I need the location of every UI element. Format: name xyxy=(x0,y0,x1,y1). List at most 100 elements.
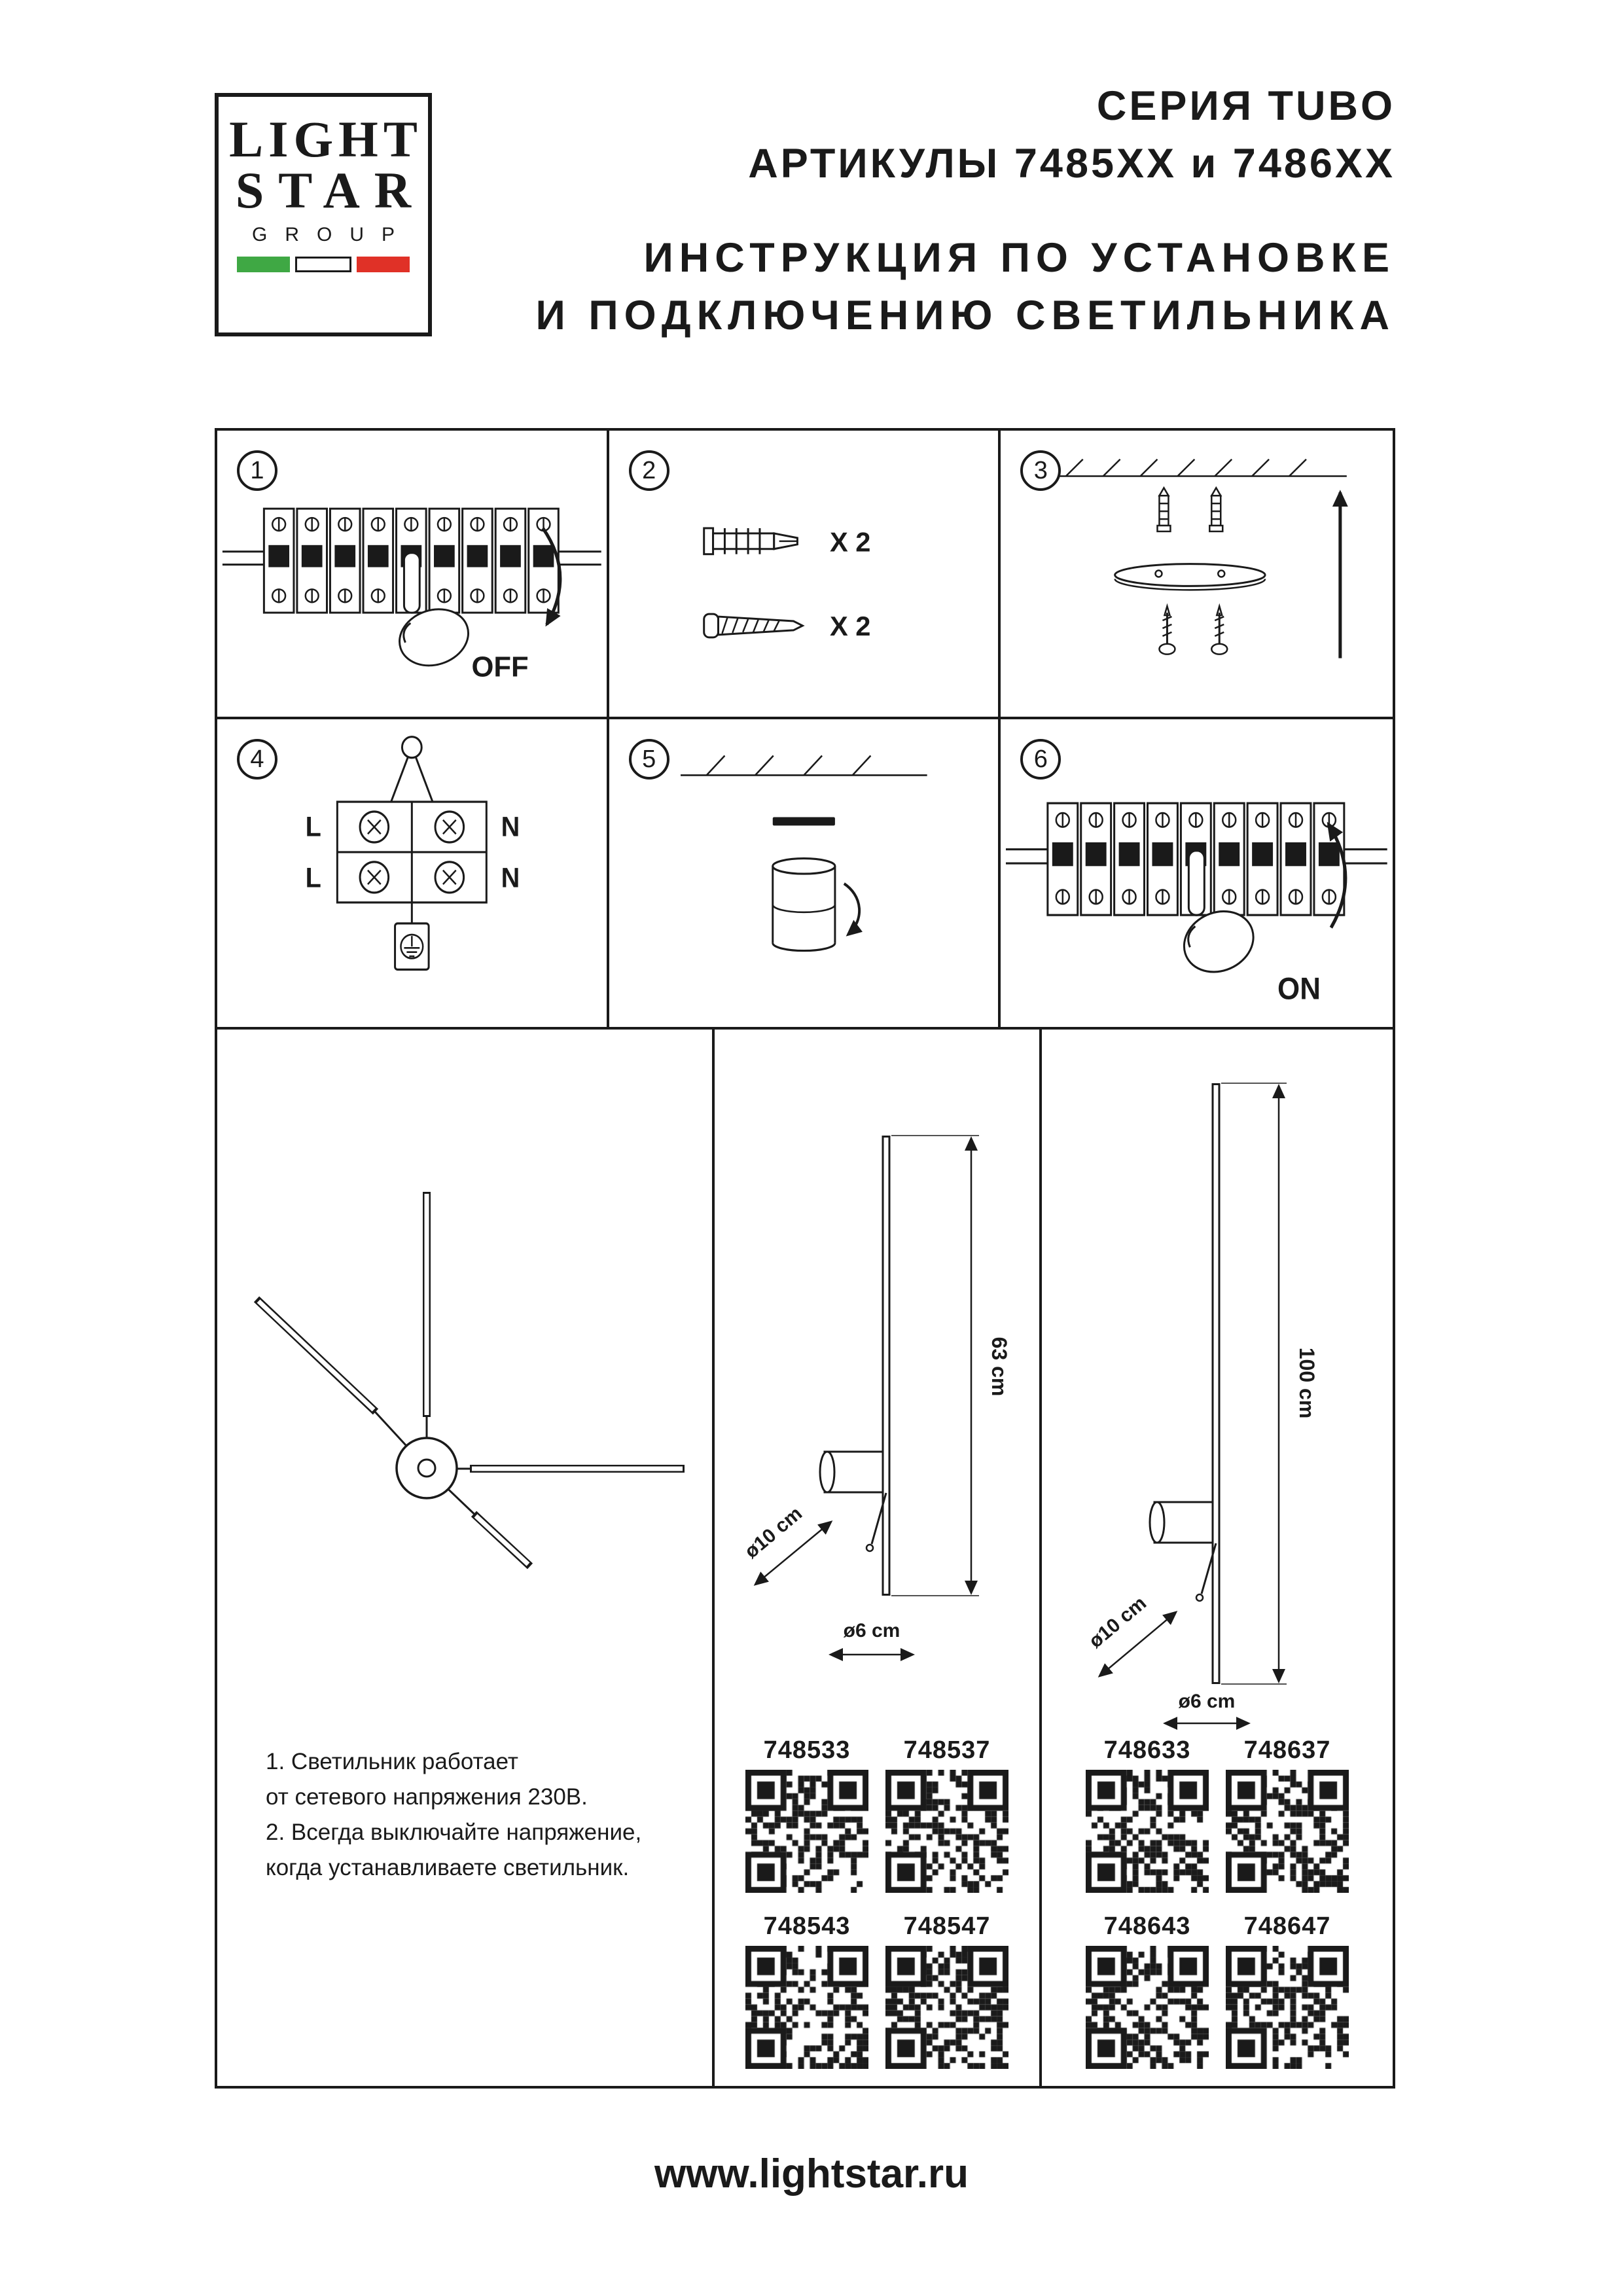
note-line: 1. Светильник работает xyxy=(266,1749,518,1774)
article-number: 748533 xyxy=(763,1736,851,1764)
canopy-cylinder xyxy=(771,857,836,952)
central-hub xyxy=(395,1437,458,1499)
canopy-diameter-label: ø10 cm xyxy=(1085,1592,1150,1653)
circuit-breaker-strip xyxy=(1006,802,1388,916)
dimension-tube: ø6 cm xyxy=(829,1620,915,1661)
articles-subtitle: АРТИКУЛЫ 7485XX и 7486XX xyxy=(748,141,1395,187)
step-2-panel: 2 X 2 xyxy=(609,431,1001,719)
dimension-canopy: ø10 cm xyxy=(741,1503,833,1586)
mounting-bracket xyxy=(772,817,835,826)
off-label: OFF xyxy=(472,651,529,683)
tubo-ceiling-fixture xyxy=(253,1192,685,1570)
terminal-block xyxy=(336,800,488,904)
step-5-panel: 5 xyxy=(609,719,1001,1030)
logo-word-star: STAR xyxy=(235,162,426,219)
qr-code xyxy=(1226,1946,1349,2069)
wall-canopy xyxy=(1149,1501,1216,1544)
products-grid: 1. Светильник работает от сетевого напря… xyxy=(217,1030,1393,2086)
toggle-pin xyxy=(1195,1543,1217,1602)
terminal-label-n-bottom: N xyxy=(501,862,520,893)
article-item: 748543 xyxy=(745,1912,868,2069)
instruction-frame: 1 xyxy=(215,428,1395,2089)
dimension-height: 63 cm xyxy=(891,1135,1011,1596)
dimension-height: 100 cm xyxy=(1221,1083,1319,1685)
note-line: когда устанавливаете светильник. xyxy=(266,1855,630,1880)
instruction-title-line1: ИНСТРУКЦИЯ ПО УСТАНОВКЕ xyxy=(643,235,1395,281)
terminal-label-l-bottom: L xyxy=(306,862,321,893)
wiring-diagram: L N L N xyxy=(306,736,520,971)
canopy-diameter-label: ø10 cm xyxy=(741,1503,806,1563)
series-title: СЕРИЯ TUBO xyxy=(1096,83,1395,129)
circuit-breaker-strip xyxy=(222,507,601,614)
article-grid: 748533 748537 748543 748547 xyxy=(715,1736,1039,2069)
logo-word-light: LIGHT xyxy=(229,111,423,168)
arrow-down-icon xyxy=(541,527,562,627)
note-line: 2. Всегда выключайте напряжение, xyxy=(266,1820,642,1845)
qr-code xyxy=(1086,1946,1209,2069)
tube-diameter-label: ø6 cm xyxy=(1179,1691,1236,1712)
safety-notes: 1. Светильник работает от сетевого напря… xyxy=(266,1744,641,1886)
tubo-wall-lamp-63: 63 cm ø10 cm ø6 cm xyxy=(741,1135,1011,1661)
article-item: 748547 xyxy=(885,1912,1008,2069)
arrow-up-icon xyxy=(1327,821,1347,929)
toggle-pin xyxy=(865,1492,887,1552)
ceiling-hatch xyxy=(680,755,927,776)
step-6-panel: 6 xyxy=(1001,719,1393,1030)
screw-icon xyxy=(702,613,805,639)
breaker-on-diagram: ON xyxy=(1006,802,1388,1006)
on-label: ON xyxy=(1277,971,1321,1006)
steps-grid: 1 xyxy=(217,431,1393,1030)
finger-press-icon xyxy=(399,552,470,667)
step-1-number: 1 xyxy=(237,450,277,491)
ceiling-hatch xyxy=(1046,458,1347,477)
instruction-title-line2: И ПОДКЛЮЧЕНИЮ СВЕТИЛЬНИКА xyxy=(535,293,1395,338)
wall-anchor-icon xyxy=(1209,486,1224,533)
article-number: 748547 xyxy=(903,1912,991,1940)
anchor-qty-label: X 2 xyxy=(830,527,870,558)
finger-press-icon xyxy=(1183,850,1255,973)
qr-code xyxy=(1226,1770,1349,1893)
article-item: 748537 xyxy=(885,1736,1008,1893)
flag-white-stripe xyxy=(294,257,352,272)
step-4-panel: 4 xyxy=(217,719,609,1030)
height-label: 100 cm xyxy=(1295,1348,1319,1419)
article-item: 748633 xyxy=(1086,1736,1209,1893)
website-url: www.lightstar.ru xyxy=(654,2151,969,2197)
note-line: от сетевого напряжения 230В. xyxy=(266,1784,588,1810)
step-6-number: 6 xyxy=(1020,739,1061,780)
article-number: 748637 xyxy=(1243,1736,1331,1764)
article-item: 748533 xyxy=(745,1736,868,1893)
step-5-number: 5 xyxy=(628,739,669,780)
rotation-arrow-icon xyxy=(843,882,863,937)
flag-red-stripe xyxy=(357,257,410,272)
ground-symbol xyxy=(394,902,430,971)
wall-lamp-100-panel: 100 cm ø10 cm ø6 cm 748633 xyxy=(1042,1030,1393,2086)
tubo-wall-lamp-100: 100 cm ø10 cm ø6 cm xyxy=(1085,1083,1319,1730)
article-number: 748543 xyxy=(763,1912,851,1940)
article-item: 748643 xyxy=(1086,1912,1209,2069)
article-grid: 748633 748637 748643 748647 xyxy=(1042,1736,1393,2069)
article-item: 748647 xyxy=(1226,1912,1349,2069)
wall-lamp-63-panel: 63 cm ø10 cm ø6 cm 748533 xyxy=(715,1030,1042,2086)
wall-canopy xyxy=(819,1450,886,1494)
parts-diagram: X 2 X 2 xyxy=(702,527,870,641)
step-3-panel: 3 xyxy=(1001,431,1393,719)
qr-code xyxy=(885,1770,1008,1893)
qr-code xyxy=(745,1946,868,2069)
light-tubes xyxy=(253,1192,685,1570)
article-number: 748643 xyxy=(1103,1912,1191,1940)
step-3-number: 3 xyxy=(1020,450,1061,491)
wire-loop-icon xyxy=(401,736,423,759)
qr-code xyxy=(885,1946,1008,2069)
screw-icon xyxy=(1158,603,1176,655)
header-titles: СЕРИЯ TUBO АРТИКУЛЫ 7485XX и 7486XX ИНСТ… xyxy=(536,77,1395,344)
height-label: 63 cm xyxy=(988,1337,1011,1397)
lightstar-logo: LIGHT STAR GROUP xyxy=(215,93,432,336)
screw-qty-label: X 2 xyxy=(830,611,870,641)
qr-code xyxy=(745,1770,868,1893)
step-2-number: 2 xyxy=(628,450,669,491)
mounting-plate xyxy=(1114,563,1266,591)
dimension-canopy: ø10 cm xyxy=(1085,1592,1178,1677)
terminal-label-l-top: L xyxy=(306,811,321,842)
